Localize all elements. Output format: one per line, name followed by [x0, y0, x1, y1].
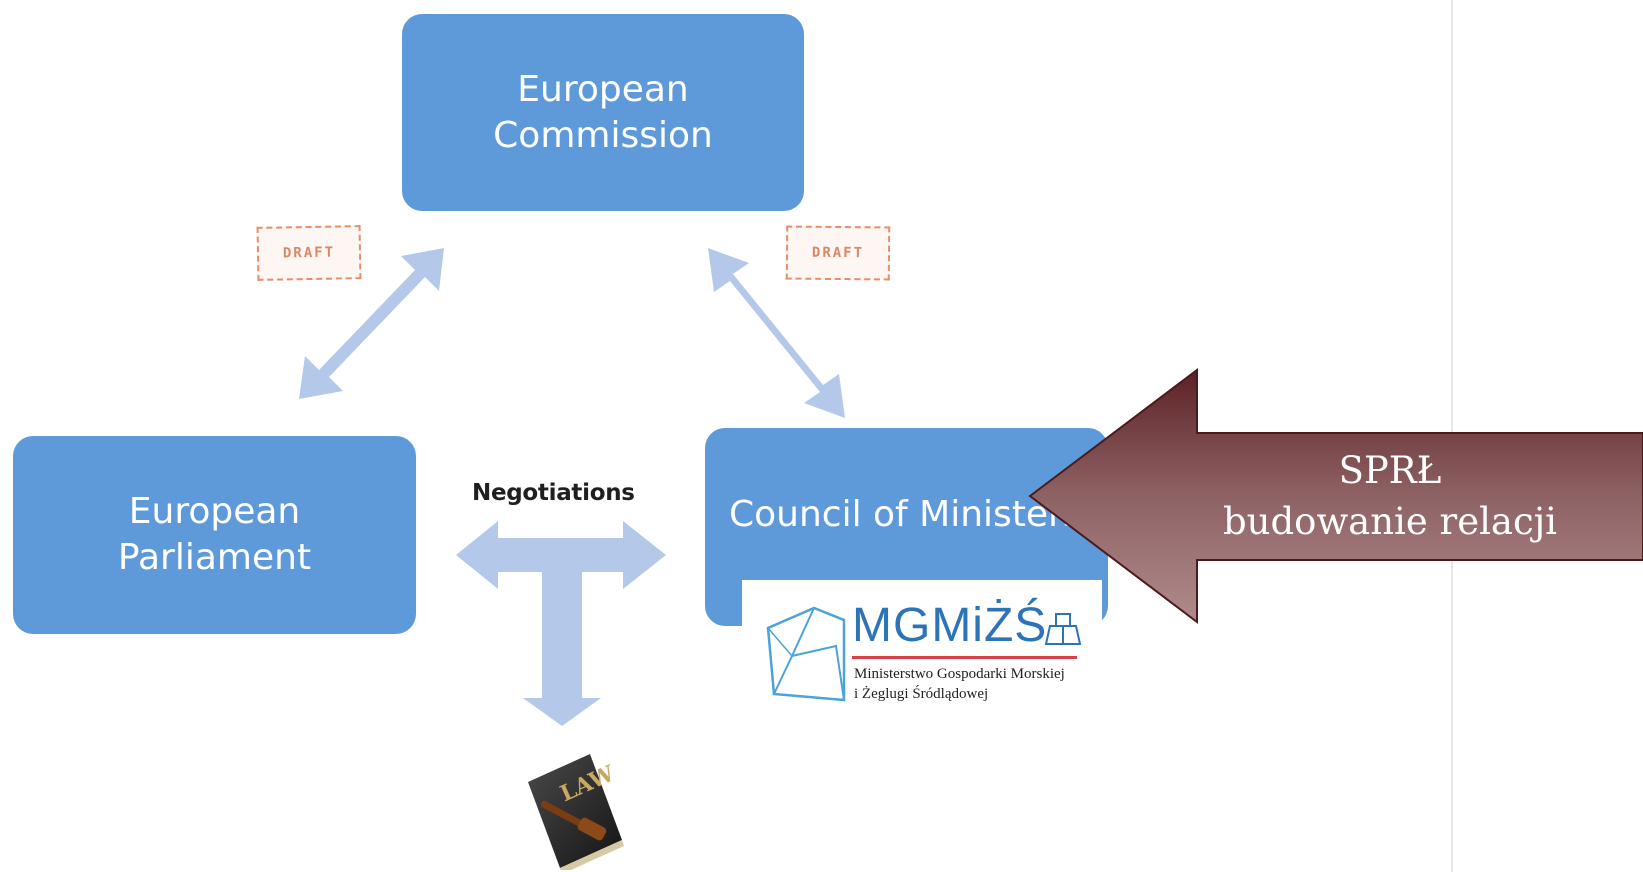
ship-icon	[1044, 613, 1082, 645]
double-arrow-icon	[708, 248, 845, 418]
ministry-logo-icon	[766, 606, 846, 702]
callout-line2: budowanie relacji	[1222, 500, 1558, 543]
council-of-ministers-label: Council of Ministers	[729, 494, 1082, 535]
european-parliament-label: European Parliament	[117, 491, 312, 578]
european-commission-label: European Commission	[493, 68, 713, 156]
ministry-logo-subtitle: Ministerstwo Gospodarki Morskiej i Żeglu…	[854, 664, 1065, 704]
double-arrow-icon	[456, 521, 666, 589]
callout-line1: SPRŁ	[1338, 449, 1442, 492]
negotiations-label: Negotiations	[472, 480, 635, 506]
callout-text: SPRŁ budowanie relacji	[1170, 445, 1610, 547]
law-book-icon: LAW	[528, 754, 624, 870]
down-arrow-icon	[523, 572, 601, 726]
ministry-logo: MGMiŻŚ Ministerstwo Gospodarki Morskiej …	[742, 580, 1102, 730]
gavel-icon	[540, 800, 607, 841]
logo-subtitle-line1: Ministerstwo Gospodarki Morskiej	[854, 666, 1065, 682]
double-arrow-icon	[299, 248, 444, 399]
european-commission-box: European Commission	[402, 14, 804, 211]
logo-red-rule	[852, 656, 1077, 659]
european-parliament-box: European Parliament	[13, 436, 416, 634]
ministry-logo-title: MGMiŻŚ	[852, 599, 1048, 652]
logo-subtitle-line2: i Żeglugi Śródlądowej	[854, 686, 989, 702]
